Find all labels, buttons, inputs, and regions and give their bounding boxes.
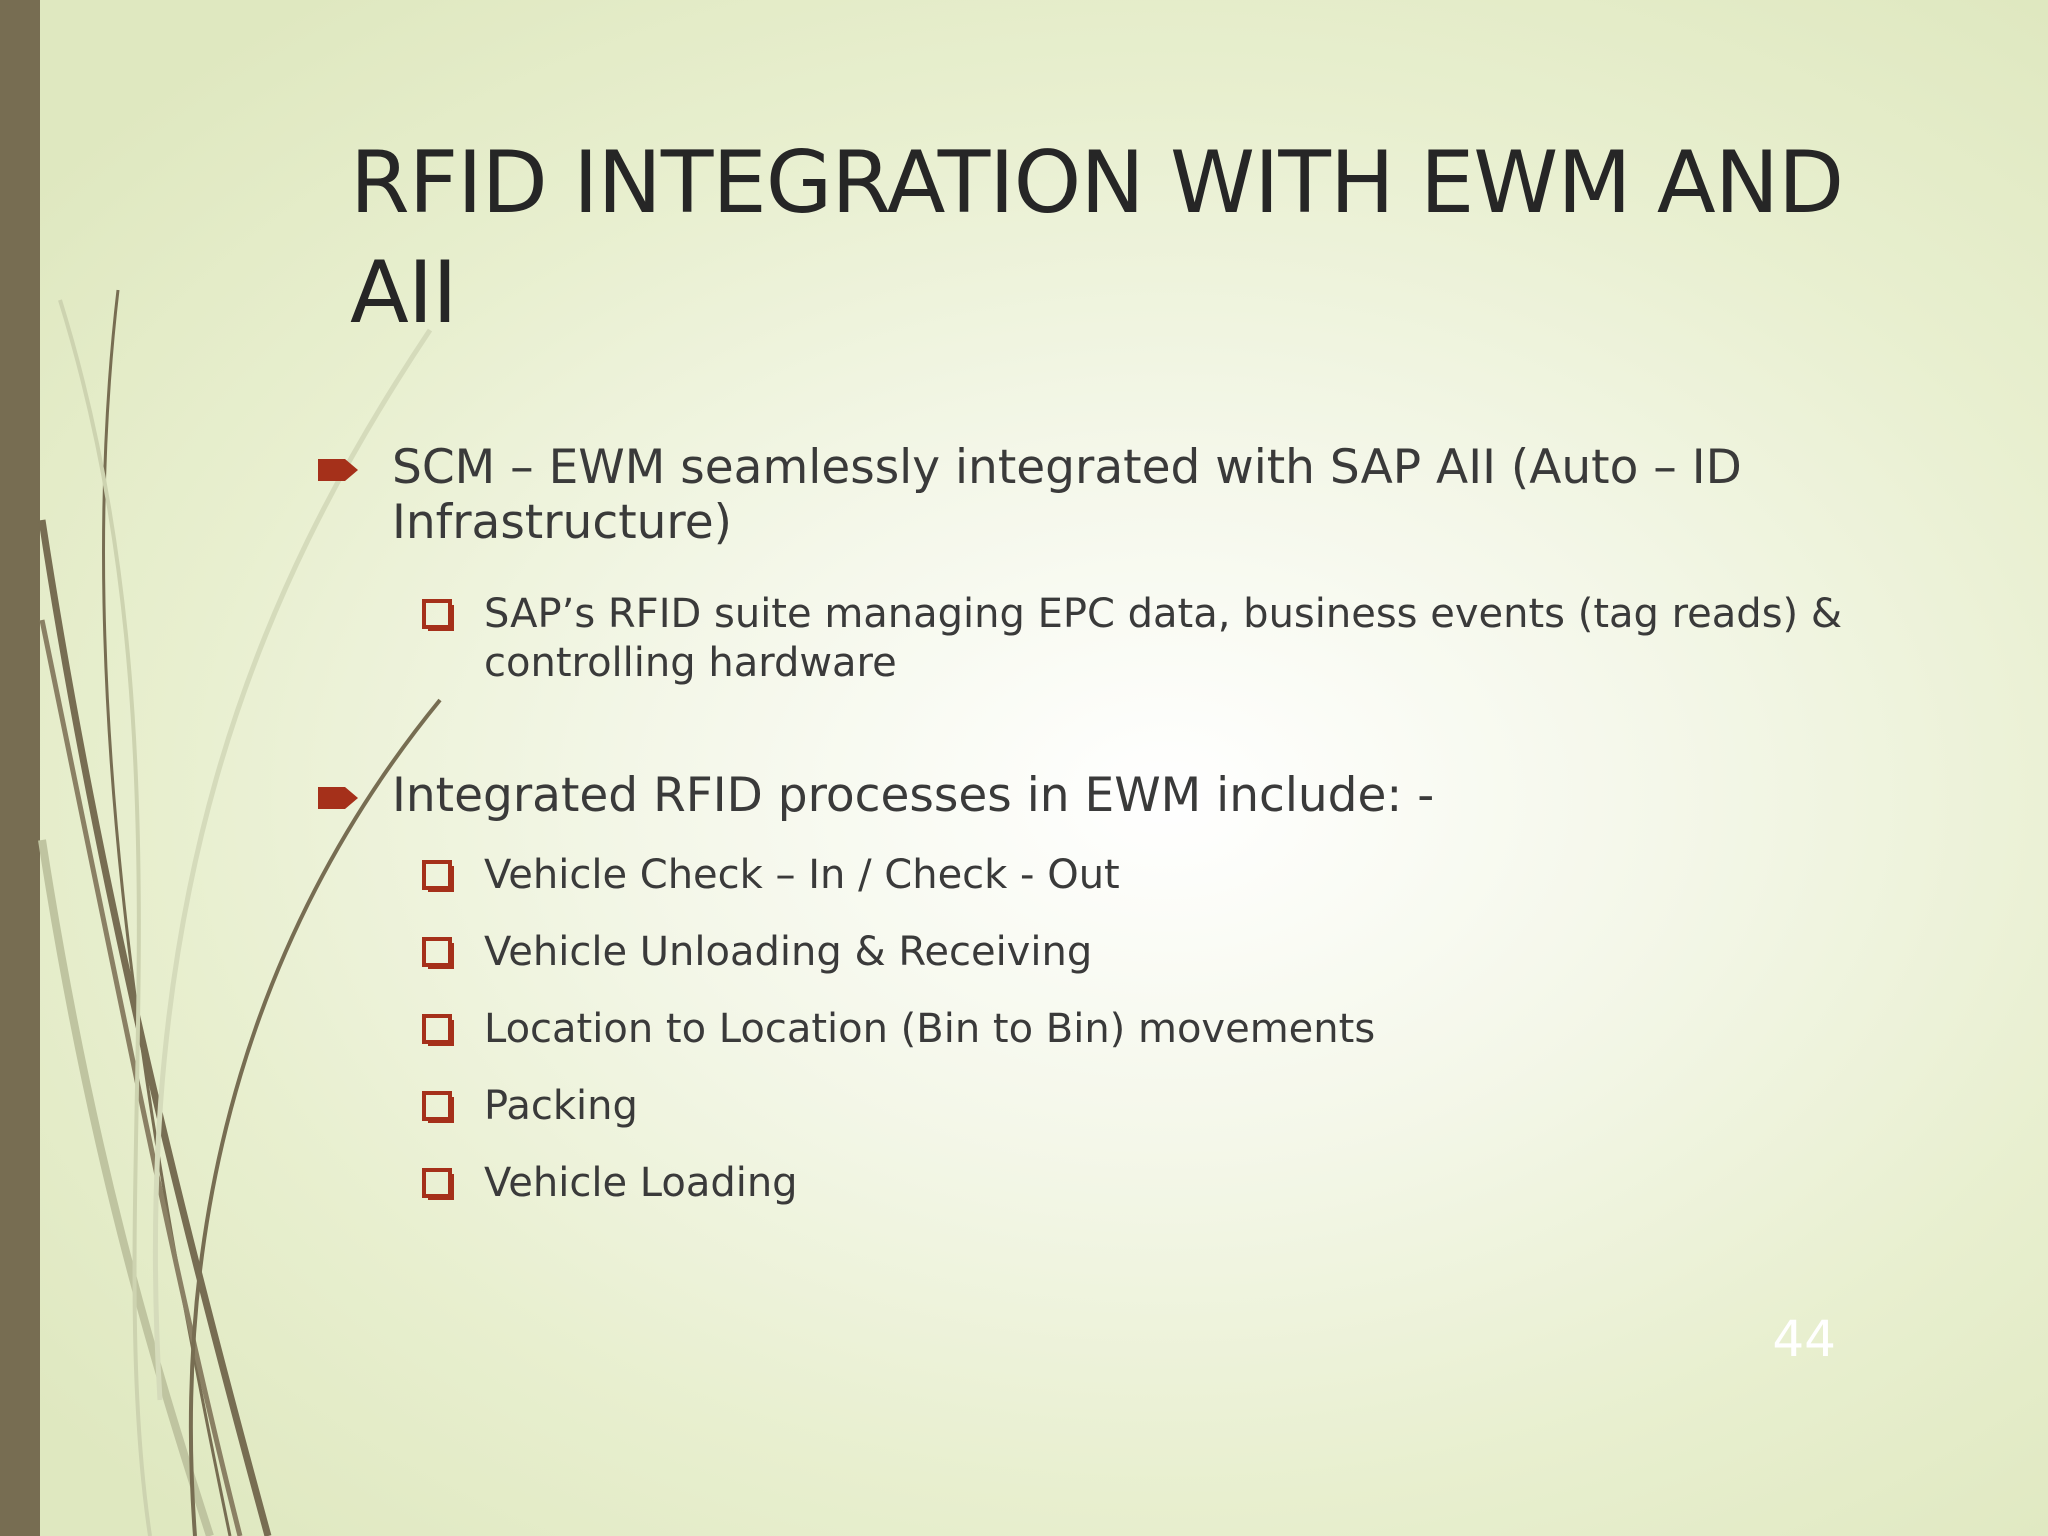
- hollow-square-bullet-icon: [422, 860, 454, 892]
- slide-content: SCM – EWM seamlessly integrated with SAP…: [318, 440, 1858, 1208]
- hollow-square-bullet-icon: [422, 1168, 454, 1200]
- bullet-level2: Location to Location (Bin to Bin) moveme…: [318, 1005, 1858, 1054]
- arrow-bullet-icon: [318, 459, 358, 481]
- bullet-level2: SAP’s RFID suite managing EPC data, busi…: [318, 590, 1858, 688]
- hollow-square-bullet-icon: [422, 599, 454, 631]
- page-number: 44: [1772, 1310, 1836, 1368]
- bullet-level2: Packing: [318, 1082, 1858, 1131]
- arrow-bullet-icon: [318, 787, 358, 809]
- bullet-text: Location to Location (Bin to Bin) moveme…: [484, 1006, 1376, 1052]
- slide-title: RFID INTEGRATION WITH EWM AND AII: [350, 133, 1844, 343]
- bullet-text: SCM – EWM seamlessly integrated with SAP…: [392, 440, 1742, 550]
- bullet-level2: Vehicle Loading: [318, 1159, 1858, 1208]
- bullet-text: Vehicle Unloading & Receiving: [484, 929, 1093, 975]
- bullet-level1: Integrated RFID processes in EWM include…: [318, 768, 1858, 823]
- left-accent-bar: [0, 0, 40, 1536]
- hollow-square-bullet-icon: [422, 1091, 454, 1123]
- bullet-text: Packing: [484, 1083, 638, 1129]
- bullet-text: Integrated RFID processes in EWM include…: [392, 768, 1435, 823]
- bullet-text: Vehicle Check – In / Check - Out: [484, 852, 1120, 898]
- hollow-square-bullet-icon: [422, 937, 454, 969]
- bullet-text: Vehicle Loading: [484, 1160, 798, 1206]
- bullet-text: SAP’s RFID suite managing EPC data, busi…: [484, 591, 1843, 686]
- hollow-square-bullet-icon: [422, 1014, 454, 1046]
- bullet-level2: Vehicle Unloading & Receiving: [318, 928, 1858, 977]
- bullet-level2: Vehicle Check – In / Check - Out: [318, 851, 1858, 900]
- bullet-level1: SCM – EWM seamlessly integrated with SAP…: [318, 440, 1858, 550]
